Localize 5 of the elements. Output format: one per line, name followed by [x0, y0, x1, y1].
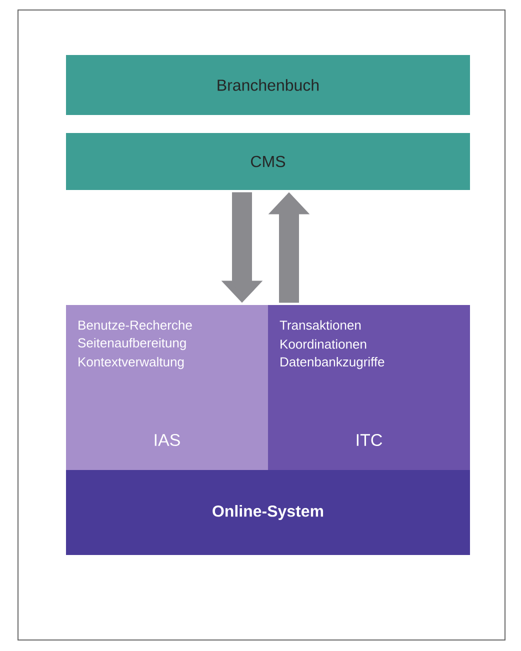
bar-box: Online-System: [66, 470, 470, 555]
panel: Benutze-Recherche Seitenaufbereitung Kontextverwaltung IAS: [66, 305, 268, 470]
bar-box: CMS: [66, 133, 470, 190]
bar-box: Branchenbuch: [66, 55, 470, 115]
panel: Transaktionen Koordinationen Datenbankzugriffe ITC: [268, 305, 470, 470]
